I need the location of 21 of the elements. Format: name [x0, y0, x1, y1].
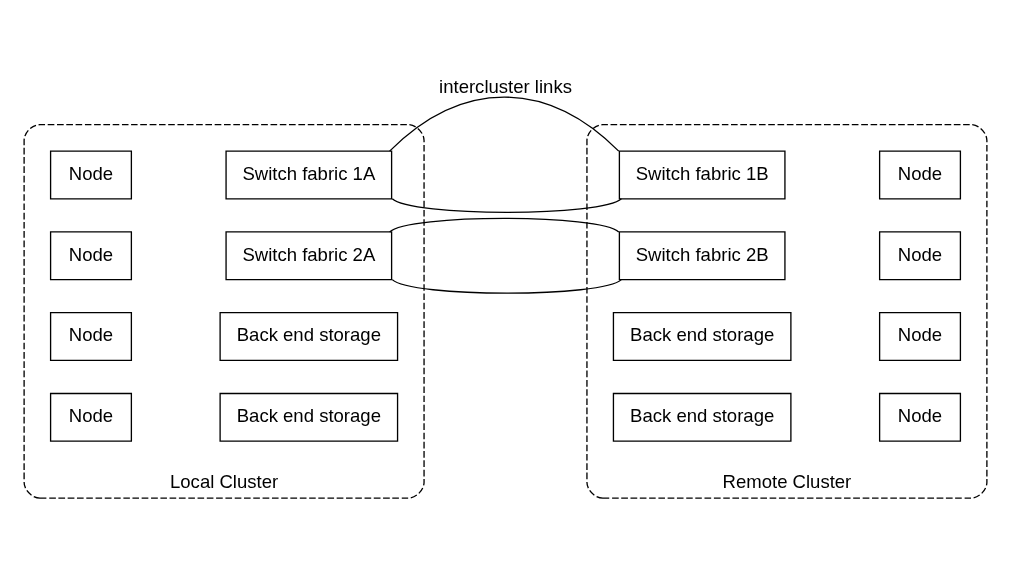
node-box: Node: [49, 392, 133, 442]
connector: [391, 278, 623, 294]
node-box: Node: [49, 312, 133, 362]
edge-label: intercluster links: [439, 76, 572, 98]
node-box: Node: [878, 392, 962, 442]
connector: [388, 96, 620, 152]
connector: [388, 217, 620, 233]
node-box: Back end storage: [612, 312, 792, 362]
node-box: Node: [49, 231, 133, 281]
node-box: Back end storage: [219, 392, 399, 442]
node-box: Node: [878, 312, 962, 362]
node-box: Switch fabric 2A: [225, 231, 393, 281]
node-box: Node: [878, 150, 962, 200]
node-box: Node: [878, 231, 962, 281]
node-box: Switch fabric 2B: [618, 231, 786, 281]
connector: [391, 198, 623, 213]
node-box: Switch fabric 1A: [225, 150, 393, 200]
node-box: Node: [49, 150, 133, 200]
node-box: Switch fabric 1B: [618, 150, 786, 200]
node-box: Back end storage: [612, 392, 792, 442]
node-box: Back end storage: [219, 312, 399, 362]
